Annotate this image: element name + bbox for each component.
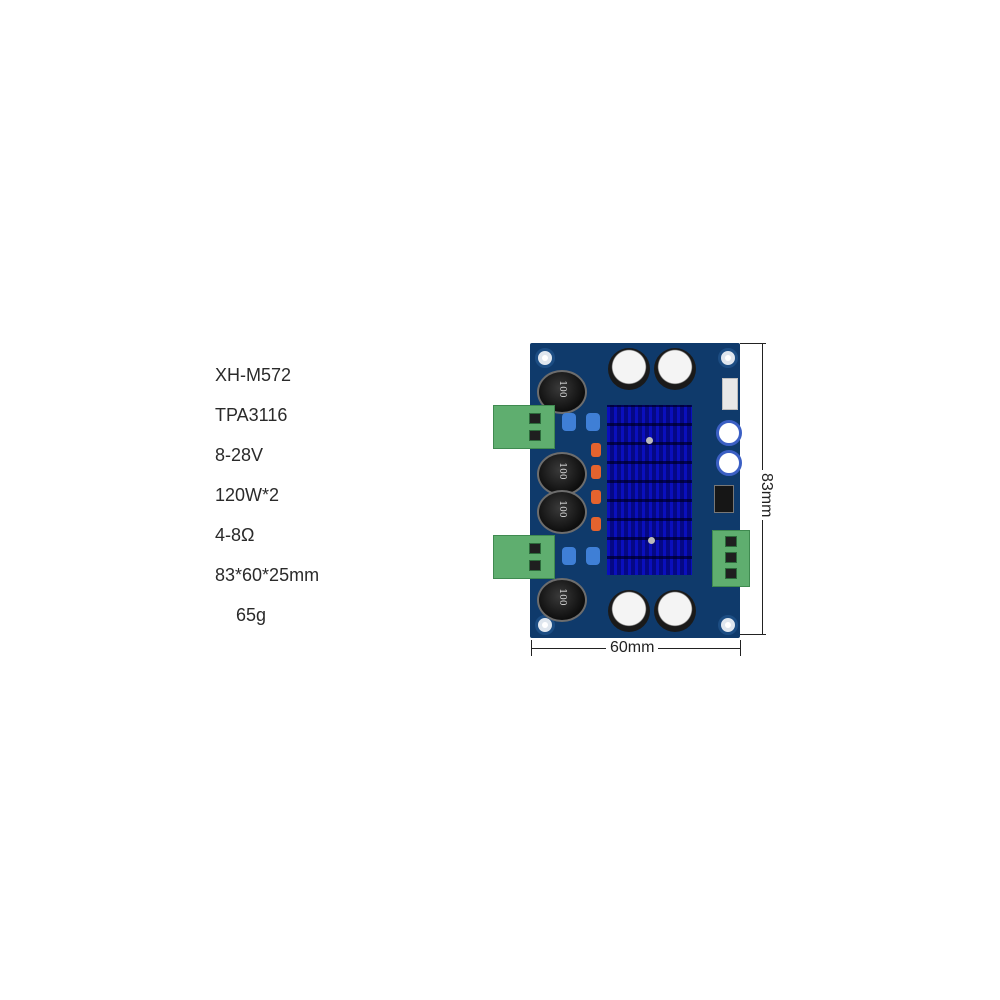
- electrolytic-capacitor: [608, 348, 650, 390]
- film-capacitor: [586, 547, 600, 565]
- electrolytic-capacitor: [608, 590, 650, 632]
- film-capacitor: [586, 413, 600, 431]
- volume-pot-right: [716, 420, 742, 446]
- spec-model: XH-M572: [215, 365, 292, 385]
- ceramic-capacitor: [591, 490, 601, 504]
- film-capacitor: [562, 413, 576, 431]
- mount-hole: [535, 348, 555, 368]
- ceramic-capacitor: [591, 465, 601, 479]
- speaker-terminal-left: [493, 405, 555, 449]
- screw: [646, 437, 653, 444]
- width-label: 60mm: [606, 639, 659, 657]
- mount-hole: [718, 348, 738, 368]
- height-label: 83mm: [757, 470, 775, 521]
- film-capacitor: [562, 547, 576, 565]
- ceramic-capacitor: [591, 443, 601, 457]
- regulator-chip: [714, 485, 734, 513]
- electrolytic-capacitor: [654, 590, 696, 632]
- screw: [648, 537, 655, 544]
- spec-power: 120W*2: [215, 485, 280, 505]
- dim-height-top-tick: [740, 343, 766, 344]
- inductor: 100: [537, 578, 587, 622]
- input-connector: [722, 378, 738, 410]
- inductor: 100: [537, 490, 587, 534]
- dim-height-bottom-tick: [740, 634, 766, 635]
- inductor: 100: [537, 452, 587, 496]
- speaker-terminal-right: [493, 535, 555, 579]
- mount-hole: [718, 615, 738, 635]
- spec-weight: 65g: [236, 605, 267, 625]
- electrolytic-capacitor: [654, 348, 696, 390]
- heatsink: [607, 405, 692, 575]
- spec-size: 83*60*25mm: [215, 565, 320, 585]
- spec-chip: TPA3116: [215, 405, 288, 425]
- power-terminal: [712, 530, 750, 587]
- ceramic-capacitor: [591, 517, 601, 531]
- spec-impedance: 4-8Ω: [215, 525, 255, 545]
- volume-pot-left: [716, 450, 742, 476]
- spec-voltage: 8-28V: [215, 445, 264, 465]
